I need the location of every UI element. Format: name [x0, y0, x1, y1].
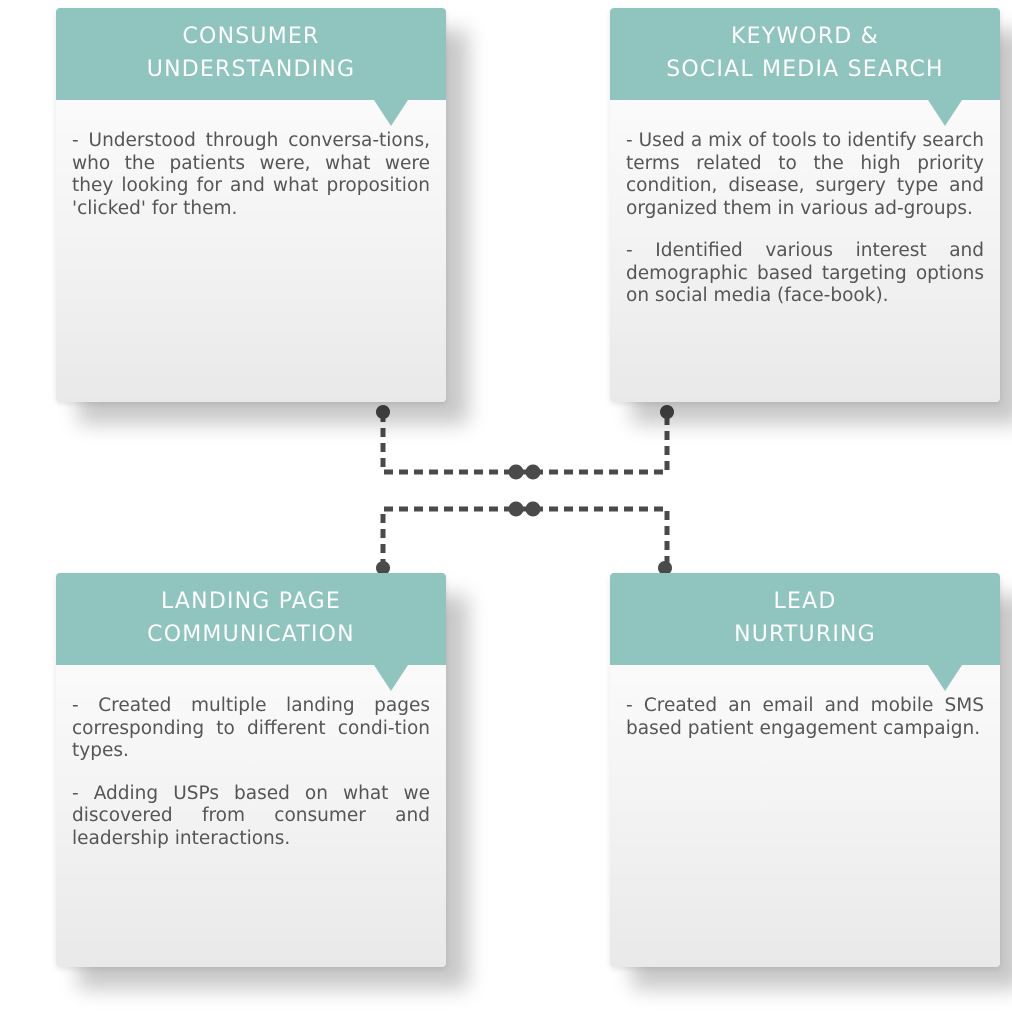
- card-body: - Created multiple landing pages corresp…: [56, 665, 446, 880]
- card-title-line: CONSUMER: [182, 24, 320, 49]
- card-title-line: LANDING PAGE: [160, 589, 342, 614]
- card-paragraph: - Identified various interest and demogr…: [626, 240, 984, 306]
- consumer-understanding-card: CONSUMER UNDERSTANDING - Understood thro…: [56, 8, 446, 402]
- card-header: KEYWORD & SOCIAL MEDIA SEARCH: [610, 8, 1000, 126]
- connector-node: [376, 561, 390, 575]
- card-header: LEAD NURTURING: [610, 573, 1000, 691]
- connector-node: [376, 405, 390, 419]
- card-title-line: SOCIAL MEDIA SEARCH: [666, 57, 944, 82]
- card-paragraph: - Created multiple landing pages corresp…: [72, 695, 430, 761]
- landing-page-communication-card: LANDING PAGE COMMUNICATION - Created mul…: [56, 573, 446, 967]
- card-header: LANDING PAGE COMMUNICATION: [56, 573, 446, 691]
- connector-node: [658, 561, 672, 575]
- card-title-line: LEAD: [773, 589, 837, 614]
- card-body: - Understood through conversa-tions, who…: [56, 100, 446, 250]
- card-title-line: KEYWORD &: [730, 24, 879, 49]
- header-pointer: [928, 665, 962, 691]
- connector-node: [660, 405, 674, 419]
- lead-nurturing-card: LEAD NURTURING - Created an email and mo…: [610, 573, 1000, 967]
- connector-node: [508, 464, 524, 480]
- card-title-line: NURTURING: [734, 622, 876, 647]
- card-body: - Created an email and mobile SMS based …: [610, 665, 1000, 770]
- card-body: - Used a mix of tools to identify search…: [610, 100, 1000, 338]
- header-pointer: [374, 665, 408, 691]
- connector-bottom: [380, 506, 670, 568]
- card-paragraph: - Understood through conversa-tions, who…: [72, 130, 430, 219]
- card-paragraph: - Used a mix of tools to identify search…: [626, 130, 984, 219]
- connector-node: [508, 501, 524, 517]
- card-header: CONSUMER UNDERSTANDING: [56, 8, 446, 126]
- card-title-line: COMMUNICATION: [147, 622, 355, 647]
- card-paragraph: - Created an email and mobile SMS based …: [626, 695, 984, 739]
- connector-top: [380, 413, 670, 475]
- header-pointer: [928, 100, 962, 126]
- connector-node: [525, 501, 541, 517]
- keyword-social-search-card: KEYWORD & SOCIAL MEDIA SEARCH - Used a m…: [610, 8, 1000, 402]
- header-pointer: [374, 100, 408, 126]
- card-title-line: UNDERSTANDING: [146, 57, 356, 82]
- card-paragraph: - Adding USPs based on what we discovere…: [72, 782, 430, 849]
- connector-node: [525, 464, 541, 480]
